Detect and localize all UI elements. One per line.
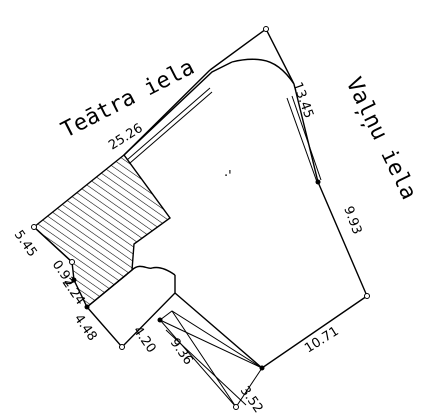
- dimension-5-45: 5.45: [11, 228, 40, 260]
- dimension-10-71: 10.71: [302, 324, 342, 356]
- hatched-building: [32, 153, 171, 309]
- wall-lines: [126, 87, 322, 183]
- survey-points: [31, 26, 370, 410]
- dimension-4-20: 4.20: [130, 324, 159, 356]
- street-label-valnu: Vaļņu iela: [341, 74, 422, 204]
- center-mark: ·': [224, 169, 232, 184]
- dimension-9-93: 9.93: [340, 204, 364, 236]
